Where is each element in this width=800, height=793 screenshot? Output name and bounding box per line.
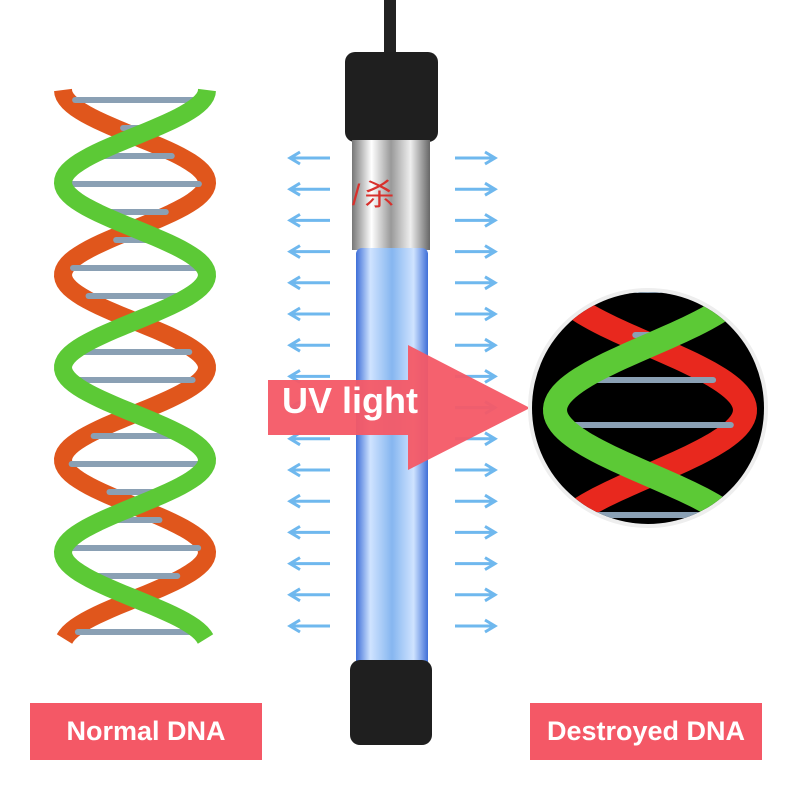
lamp-bottom-cap [350, 660, 432, 745]
uv-ray-arrow-right [455, 275, 498, 291]
uv-ray-arrow-left [287, 556, 330, 571]
normal-dna-helix [53, 88, 217, 644]
uv-ray-arrow-right [455, 493, 498, 509]
power-cord [384, 0, 396, 60]
uv-ray-arrow-left [287, 275, 330, 291]
dna-strand-front [543, 292, 757, 524]
uv-ray-arrow-right [455, 337, 498, 353]
uv-ray-arrow-left [287, 337, 330, 353]
uv-ray-arrow-left [287, 462, 330, 478]
dna-strand-front [53, 88, 216, 644]
uv-ray-arrow-left [287, 150, 330, 166]
dna-strand-back [543, 292, 757, 524]
uv-ray-arrow-left [287, 244, 330, 259]
destroyed-dna-helix [543, 292, 757, 524]
uv-ray-arrow-right [455, 244, 498, 259]
uv-ray-arrow-left [287, 181, 330, 197]
uv-ray-arrow-right [455, 306, 498, 322]
uv-ray-arrow-left [287, 213, 330, 228]
uv-ray-arrow-left [287, 587, 330, 603]
uv-ray-arrow-right [455, 213, 498, 228]
uv-light-arrow [268, 345, 530, 470]
uv-ray-arrow-right [455, 618, 498, 634]
dna-strand-back [54, 88, 217, 644]
uv-ray-arrow-right [455, 181, 498, 197]
lamp-top-cap [345, 52, 438, 142]
uv-ray-arrow-right [455, 556, 498, 571]
uv-ray-arrow-left [287, 618, 330, 634]
uv-ray-arrow-left [287, 493, 330, 509]
uv-ray-arrow-right [455, 150, 498, 166]
uv-light-label: UV light [282, 380, 418, 421]
uv-ray-arrow-right [455, 462, 498, 478]
uv-ray-arrow-right [455, 587, 498, 603]
uv-ray-arrow-left [287, 306, 330, 322]
uv-rays [287, 150, 498, 634]
lamp-metal-sleeve [352, 140, 430, 250]
destroyed-dna-label: Destroyed DNA [530, 703, 762, 760]
uv-ray-arrow-right [455, 525, 498, 540]
uv-ray-arrow-left [287, 525, 330, 540]
normal-dna-label: Normal DNA [30, 703, 262, 760]
lamp-print-text: /杀 [352, 179, 399, 212]
